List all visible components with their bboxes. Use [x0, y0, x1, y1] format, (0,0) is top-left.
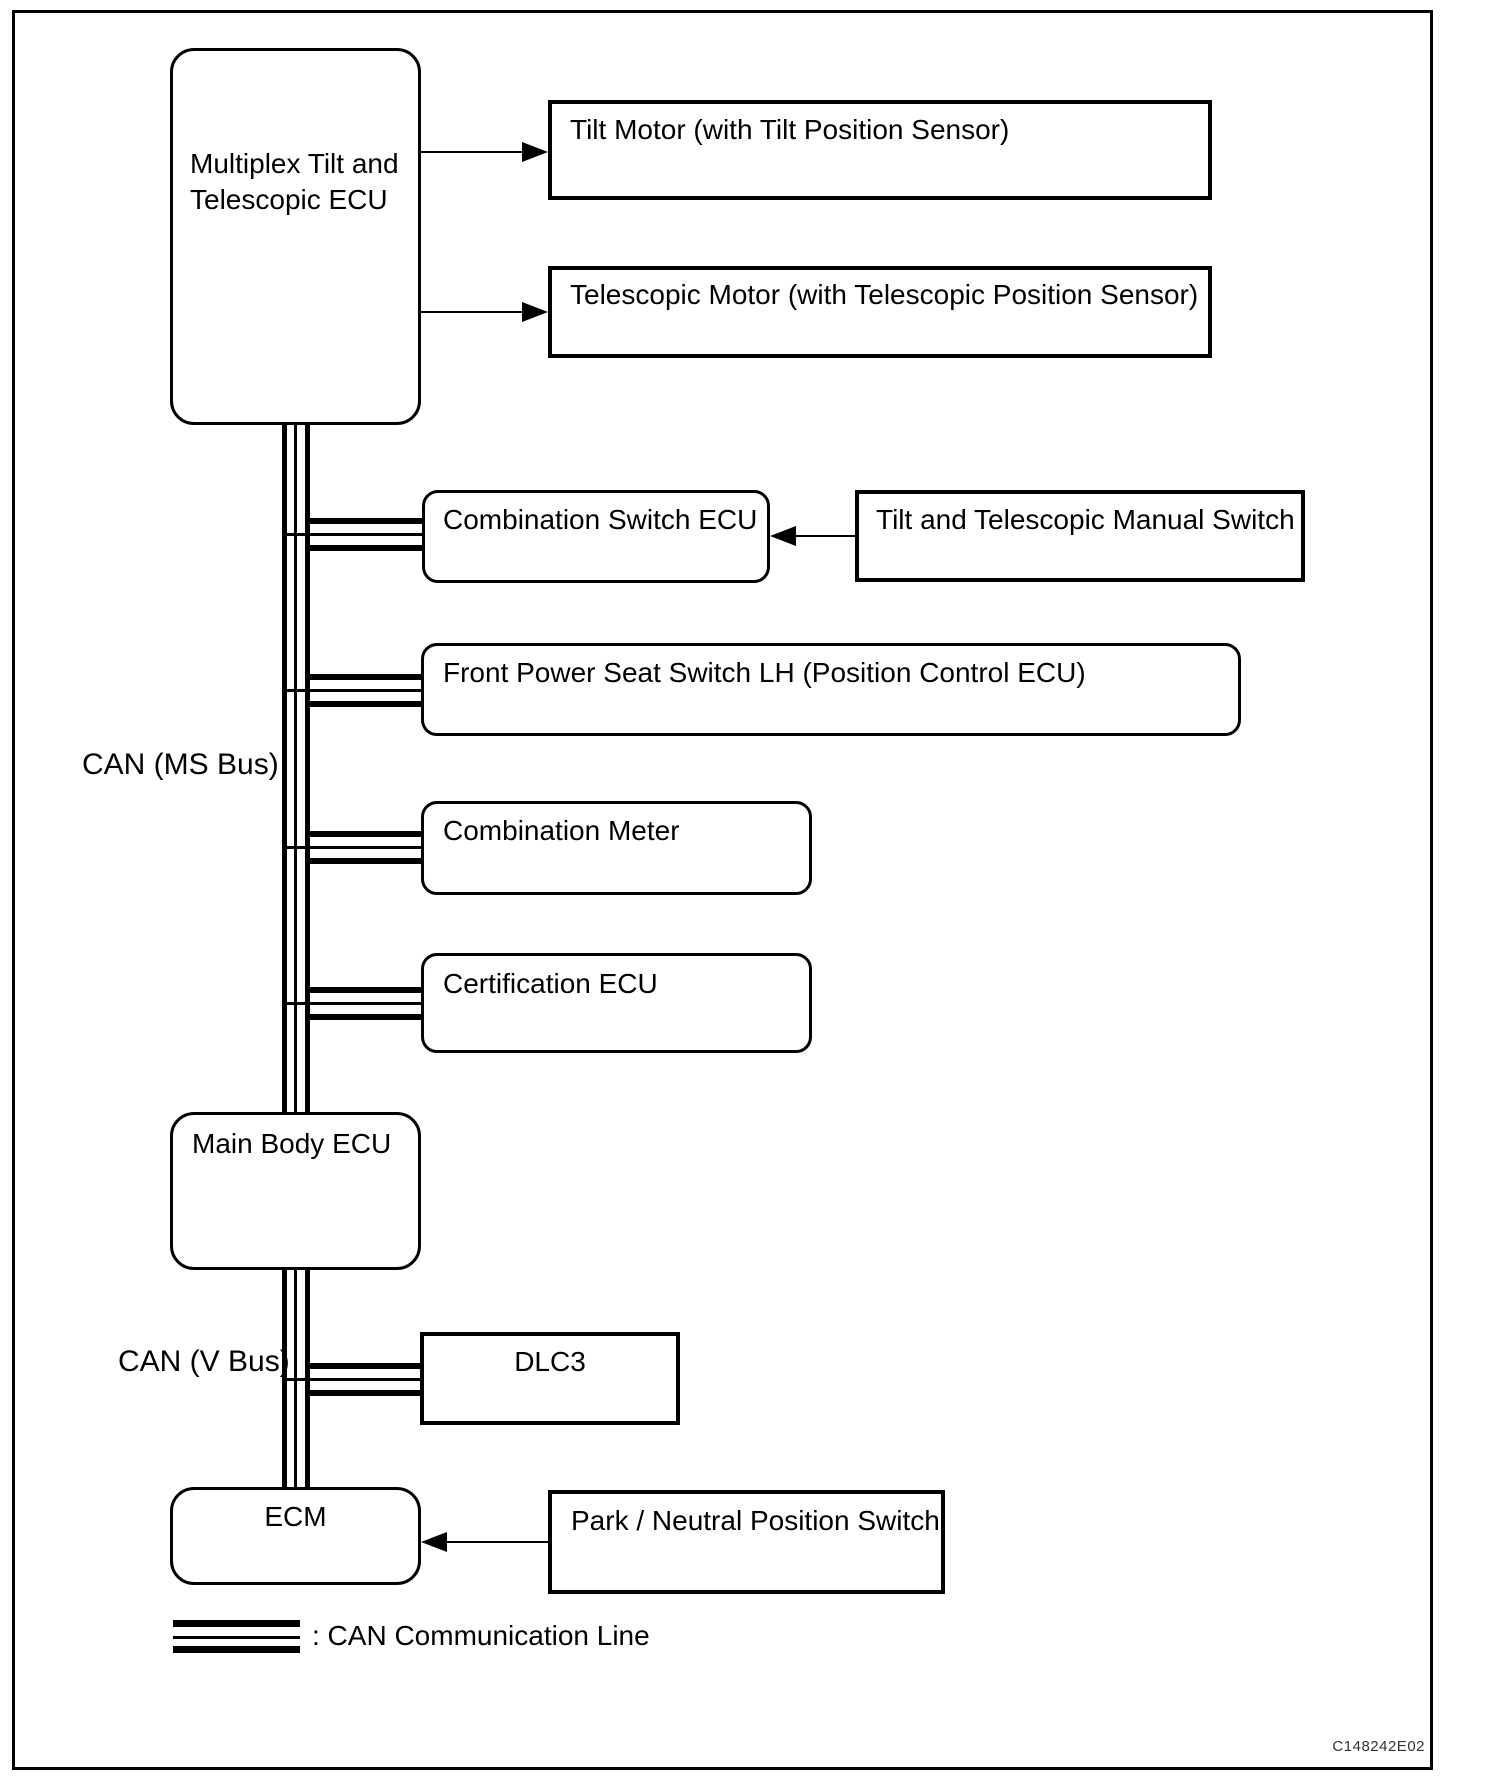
figure-code: C148242E02	[1332, 1738, 1425, 1755]
arrow-line-telescopic-motor	[421, 311, 526, 313]
label-can-v-bus: CAN (V Bus)	[118, 1345, 290, 1378]
page-border	[12, 10, 1433, 1770]
node-dlc3-label: DLC3	[514, 1346, 586, 1377]
can-bus-v-line-thick-left	[282, 1270, 287, 1487]
can-bus-ms-line-thick-right	[305, 425, 310, 1112]
node-park-neutral-switch	[548, 1490, 945, 1594]
node-front-power-seat-switch	[421, 643, 1241, 736]
node-tilt-motor-label: Tilt Motor (with Tilt Position Sensor)	[570, 114, 1010, 145]
arrow-line-park-neutral	[444, 1541, 548, 1543]
stub-certification-top	[305, 987, 424, 993]
can-bus-ms-line-thin-mid	[294, 425, 297, 1112]
node-telescopic-motor-label: Telescopic Motor (with Telescopic Positi…	[570, 279, 1199, 310]
node-telescopic-motor	[548, 266, 1212, 358]
node-combination-switch-ecu	[422, 490, 770, 583]
stub-certification-middle	[287, 1002, 424, 1005]
stub-combination-meter-top	[305, 831, 424, 837]
stub-dlc3-top	[305, 1363, 422, 1369]
arrowhead-telescopic-motor	[522, 302, 548, 322]
stub-front-power-seat-middle	[287, 689, 424, 692]
node-tilt-telescopic-manual-switch	[855, 490, 1305, 582]
node-dlc3	[420, 1332, 680, 1425]
stub-certification-bottom	[305, 1014, 424, 1020]
node-main-body-ecu-label: Main Body ECU	[192, 1128, 392, 1159]
arrowhead-manual-switch	[770, 526, 796, 546]
stub-front-power-seat-bottom	[305, 701, 424, 707]
node-front-power-seat-switch-label: Front Power Seat Switch LH (Position Con…	[443, 657, 1086, 688]
can-bus-ms-line-thick-left	[282, 425, 287, 1112]
stub-combination-meter-bottom	[305, 858, 424, 864]
node-combination-meter	[421, 801, 812, 895]
stub-front-power-seat-top	[305, 674, 424, 680]
arrowhead-tilt-motor	[522, 142, 548, 162]
legend-symbol-bar-bottom	[173, 1646, 300, 1653]
legend-label: : CAN Communication Line	[312, 1620, 650, 1651]
arrow-line-tilt-motor	[421, 151, 526, 153]
node-certification-ecu-label: Certification ECU	[443, 968, 658, 999]
legend-symbol-bar-top	[173, 1620, 300, 1627]
label-can-ms-bus: CAN (MS Bus)	[82, 748, 279, 781]
stub-combination-switch-middle	[287, 533, 424, 536]
node-main-body-ecu	[170, 1112, 421, 1270]
node-park-neutral-switch-label: Park / Neutral Position Switch	[571, 1505, 940, 1536]
node-multiplex-ecu	[170, 48, 421, 425]
node-ecm	[170, 1487, 421, 1585]
node-combination-switch-ecu-label: Combination Switch ECU	[443, 504, 758, 535]
stub-combination-switch-bottom	[305, 545, 424, 551]
node-multiplex-ecu-label: Multiplex Tilt and Telescopic ECU	[190, 148, 399, 215]
stub-combination-meter-middle	[287, 846, 424, 849]
stub-combination-switch-top	[305, 518, 424, 524]
arrowhead-park-neutral	[421, 1532, 447, 1552]
node-combination-meter-label: Combination Meter	[443, 815, 680, 846]
node-tilt-telescopic-manual-switch-label: Tilt and Telescopic Manual Switch	[876, 504, 1295, 535]
stub-dlc3-middle	[287, 1378, 422, 1381]
node-tilt-motor	[548, 100, 1212, 200]
arrow-line-manual-switch	[793, 535, 855, 537]
legend-symbol-bar-middle	[173, 1636, 300, 1639]
node-certification-ecu	[421, 953, 812, 1053]
stub-dlc3-bottom	[305, 1390, 422, 1396]
node-ecm-label: ECM	[264, 1501, 327, 1532]
